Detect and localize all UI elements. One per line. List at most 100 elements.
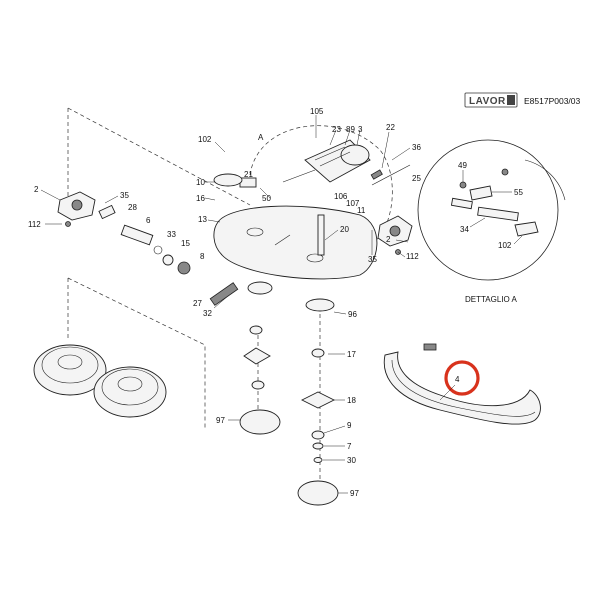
hub-star	[243, 347, 271, 365]
callout-label: 4	[455, 375, 460, 384]
callout-label: 22	[386, 123, 395, 132]
leader	[324, 229, 339, 241]
washer-plate	[213, 173, 243, 187]
plate-hole	[246, 227, 264, 237]
detail-body-edge	[524, 159, 566, 201]
leader	[513, 235, 523, 245]
brush-disc-inner	[41, 346, 99, 384]
logo-mark	[507, 95, 515, 105]
callout-label: 96	[348, 310, 357, 319]
callout-label: 112	[28, 220, 41, 229]
brush-disc	[33, 344, 107, 396]
nut-part	[65, 221, 71, 227]
brush-disc-inner	[101, 368, 159, 406]
plate-hole	[306, 253, 324, 263]
callout-label: 105	[310, 107, 324, 116]
callout-label: 32	[203, 309, 212, 318]
leader	[204, 197, 216, 201]
hub-spacer	[313, 457, 323, 463]
belt-pulley	[209, 173, 335, 312]
callout-label: 49	[458, 161, 467, 170]
bumper-body	[383, 351, 541, 425]
gearmotor-hub	[71, 199, 83, 211]
rod-part	[371, 164, 411, 186]
leader	[344, 129, 351, 146]
leader	[397, 251, 406, 258]
detail-a	[417, 139, 566, 281]
callout-label: A	[258, 133, 264, 142]
gearmotor-hub	[389, 225, 401, 237]
callout-label: 97	[350, 489, 359, 498]
callout-label: 13	[198, 215, 207, 224]
callout-label: 10	[196, 178, 205, 187]
callout-label: 30	[347, 456, 356, 465]
ring-part	[153, 245, 163, 255]
disc-part	[305, 298, 335, 312]
hub-plate	[239, 409, 281, 435]
callout-label: 89	[346, 125, 355, 134]
hub-ring	[312, 442, 324, 450]
callout-label: 17	[347, 350, 356, 359]
detail-pin	[450, 197, 473, 210]
left-hub-stack	[239, 325, 281, 435]
callout-label: 36	[412, 143, 421, 152]
callout-label: 102	[198, 135, 212, 144]
bumper-edge	[391, 359, 536, 417]
brush-discs	[33, 344, 167, 418]
motor-assembly	[239, 139, 411, 188]
callout-label: 28	[128, 203, 137, 212]
leader	[439, 384, 456, 401]
leader-lines	[40, 115, 523, 494]
callout-label: 35	[120, 191, 129, 200]
bracket-part	[239, 177, 257, 188]
callout-label: 16	[196, 194, 205, 203]
leader	[391, 147, 411, 161]
detail-bolt	[459, 181, 467, 189]
leader	[214, 141, 226, 153]
callout-label: 2	[386, 235, 391, 244]
leader	[207, 219, 221, 223]
right-gearmotor	[377, 215, 413, 255]
clip-part	[98, 204, 116, 220]
callout-label: 50	[262, 194, 271, 203]
hub-washer	[251, 380, 265, 390]
detail-bolt	[501, 168, 509, 176]
leader	[40, 189, 61, 201]
callout-label: 3	[358, 125, 363, 134]
brush-disc-hub	[117, 376, 143, 392]
leader	[356, 129, 361, 146]
plate-support	[317, 214, 325, 256]
leader	[323, 425, 346, 434]
hub-washer	[311, 430, 325, 440]
detail-shaft	[477, 206, 519, 222]
bumper-clip	[423, 343, 437, 351]
pulley-part	[247, 281, 273, 295]
bumper-strip	[383, 343, 541, 425]
motor-rib	[314, 146, 346, 161]
detail-bracket	[514, 221, 539, 237]
callout-label: 107	[346, 199, 360, 208]
callout-label: 55	[514, 188, 523, 197]
callout-label: 8	[200, 252, 205, 261]
hub-nut	[311, 348, 325, 358]
callout-label: 11	[357, 206, 366, 215]
callout-label: 15	[181, 239, 190, 248]
plate-slot	[274, 234, 291, 246]
callout-label: 33	[167, 230, 176, 239]
guide-line	[67, 107, 251, 206]
leader	[259, 187, 271, 199]
detail-title: DETTAGLIO A	[465, 295, 518, 304]
callout-label: 97	[216, 416, 225, 425]
hub-star	[300, 391, 336, 409]
leader	[329, 129, 337, 146]
guide-line	[67, 277, 206, 430]
shaft-part	[282, 169, 316, 183]
hub-nut	[249, 325, 263, 335]
callout-label: 27	[193, 299, 202, 308]
callout-label: 20	[340, 225, 349, 234]
header: LAVOR E8517P003/03	[464, 92, 581, 108]
callout-label: 35	[368, 255, 377, 264]
bushing-part	[162, 254, 174, 266]
leader	[213, 295, 229, 309]
